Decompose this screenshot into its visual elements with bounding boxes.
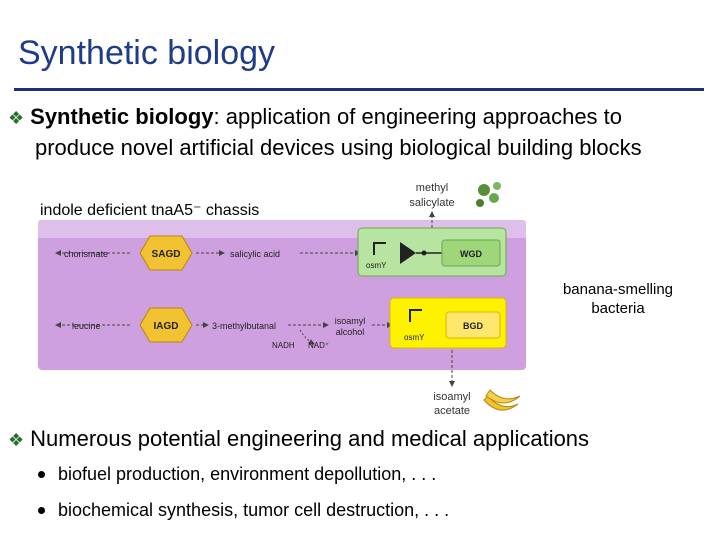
- row2-intermediate: 3-methylbutanal: [212, 321, 276, 331]
- row2-enzyme: IAGD: [154, 321, 179, 332]
- wgd-gene-box: [441, 239, 501, 267]
- banana-icon: [483, 389, 521, 411]
- row1-node: [421, 250, 427, 256]
- top-product-line2: salicylate: [409, 197, 454, 209]
- side-label-line2: bacteria: [591, 300, 645, 317]
- row1-promoter-icon: [373, 242, 386, 255]
- bullet-text-line2: produce novel artificial devices using b…: [35, 135, 642, 160]
- top-product-line1: methyl: [416, 182, 448, 194]
- round-bullet-icon: [38, 507, 45, 514]
- iagd-hexagon: [139, 307, 193, 343]
- row1-rbs-icon: [400, 242, 416, 264]
- row1-intermediate: salicylic acid: [230, 249, 280, 259]
- bgd-gene-box: [445, 311, 501, 339]
- diamond-bullet-icon: ❖: [8, 108, 25, 128]
- cofactor-arrow: [299, 329, 315, 345]
- bullet-applications: ❖Numerous potential engineering and medi…: [8, 424, 589, 455]
- diamond-bullet-icon: ❖: [8, 430, 25, 450]
- subitem-biochemical: biochemical synthesis, tumor cell destru…: [38, 500, 450, 521]
- row2-alcohol-line2: alcohol: [336, 327, 365, 337]
- subitem-text: biofuel production, environment depollut…: [58, 464, 437, 484]
- chassis-label: indole deficient tnaA5⁻ chassis: [40, 202, 259, 219]
- row2-substrate: leucine: [72, 321, 101, 331]
- bottom-product-line1: isoamyl: [433, 391, 470, 403]
- row2-alcohol-line1: isoamyl: [335, 316, 366, 326]
- banana-smelling-label: banana-smelling bacteria: [552, 280, 684, 318]
- row1-promoter: osmY: [366, 261, 387, 270]
- row2-promoter-icon: [409, 309, 422, 322]
- bottom-product-line2: acetate: [434, 405, 470, 417]
- sagd-hexagon: [139, 235, 193, 271]
- row1-output-gene: WGD: [460, 249, 482, 259]
- title-divider: [14, 88, 704, 91]
- bullet-text-line1: : application of engineering approaches …: [213, 104, 623, 129]
- row1-enzyme: SAGD: [152, 249, 181, 260]
- round-bullet-icon: [38, 471, 45, 478]
- bullet-term: Synthetic biology: [30, 104, 214, 129]
- mint-leaf-icon: [476, 182, 501, 207]
- subitem-text: biochemical synthesis, tumor cell destru…: [58, 500, 450, 520]
- row2-output-gene: BGD: [463, 321, 484, 331]
- bullet-synthetic-biology: ❖Synthetic biology: application of engin…: [8, 102, 708, 163]
- row2-cofactor2: NAD⁺: [308, 341, 329, 350]
- subitem-biofuel: biofuel production, environment depollut…: [38, 464, 437, 485]
- row2-cofactor1: NADH: [272, 341, 295, 350]
- row1-substrate: chorismate: [64, 249, 108, 259]
- bullet-text: Numerous potential engineering and medic…: [30, 426, 590, 451]
- row2-promoter: osmY: [404, 333, 425, 342]
- page-title: Synthetic biology: [18, 34, 276, 72]
- side-label-line1: banana-smelling: [562, 281, 674, 298]
